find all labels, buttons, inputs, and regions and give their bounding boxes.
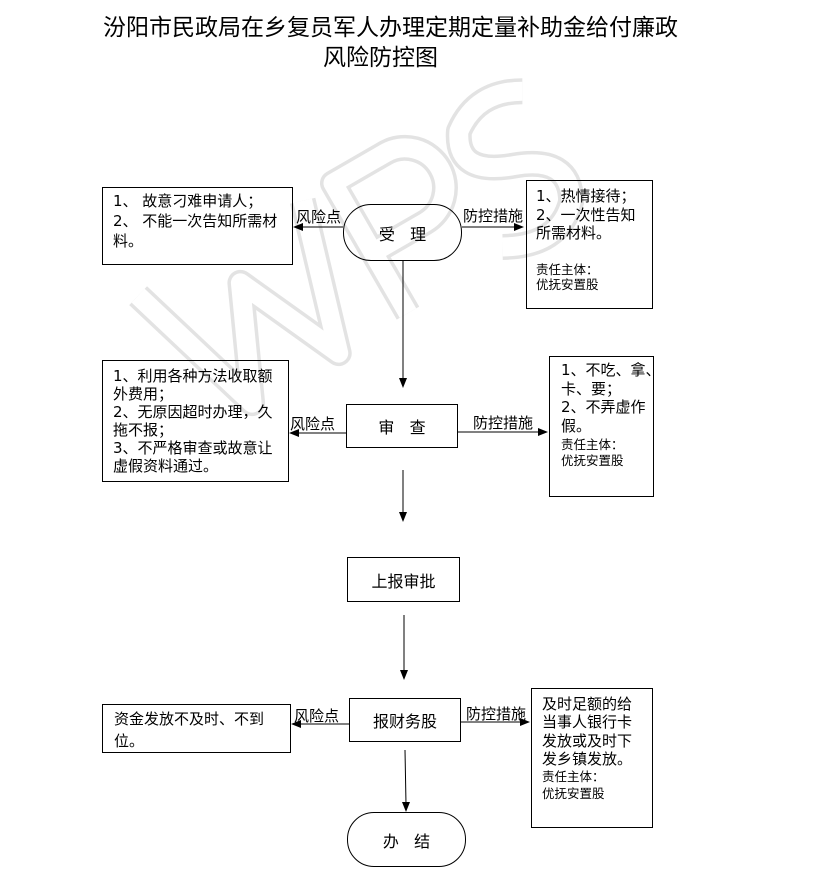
risk-box-review: 1、利用各种方法收取额 外费用； 2、无原因超时办理，久 拖不报； 3、不严格审… [102, 360, 289, 482]
flow-node-label: 审 查 [378, 418, 426, 437]
flow-node-review: 审 查 [346, 404, 458, 448]
owner-value: 优抚安置股 [561, 452, 624, 468]
risk-text-line: 2、无原因超时办理，久 [113, 403, 273, 421]
owner-label: 责任主体： [561, 436, 624, 452]
control-measure-label: 防控措施 [473, 414, 534, 432]
control-text-line: 所需材料。 [536, 224, 612, 242]
risk-text-line: 虚假资料通过。 [113, 457, 219, 475]
flow-node-finance: 报财务股 [349, 698, 461, 742]
control-box-review: 1、不吃、拿、 卡、要； 2、不弄虚作 假。 责任主体： 优抚安置股 [549, 356, 661, 497]
control-box-finance: 及时足额的给 当事人银行卡 发放或及时下 发乡镇发放。 责任主体： 优抚安置股 [531, 688, 653, 828]
page-title-line-2: 风险防控图 [323, 45, 438, 71]
control-text-line: 2、不弄虚作 [561, 398, 646, 417]
flow-node-done: 办 结 [347, 812, 466, 867]
control-text-line: 卡、要； [561, 379, 622, 398]
flow-node-label: 办 结 [382, 831, 431, 851]
risk-text-line: 拖不报； [113, 421, 174, 439]
risk-text-line: 2、 不能一次告知所需材 [113, 212, 278, 230]
risk-text-line: 1、 故意刁难申请人； [113, 192, 263, 210]
risk-box-finance: 资金发放不及时、不到 位。 [102, 704, 291, 753]
control-text-line: 2、一次性告知 [536, 205, 636, 224]
owner-value: 优抚安置股 [536, 276, 599, 292]
page-title-line-1: 汾阳市民政局在乡复员军人办理定期定量补助金给付廉政 [103, 15, 678, 41]
risk-box-accept: 1、 故意刁难申请人； 2、 不能一次告知所需材 料。 [102, 187, 293, 265]
flow-node-accept: 受 理 [343, 204, 462, 261]
control-text-line: 当事人银行卡 [542, 713, 633, 732]
control-text-line: 发放或及时下 [542, 731, 633, 750]
control-measure-label: 防控措施 [463, 207, 524, 225]
owner-label: 责任主体： [536, 261, 599, 277]
control-text-line: 1、不吃、拿、 [561, 361, 661, 379]
flow-node-label: 受 理 [378, 224, 427, 244]
risk-text-line: 1、利用各种方法收取额 [113, 367, 273, 385]
flow-node-label: 报财务股 [372, 712, 437, 731]
risk-text-line: 外费用； [113, 385, 174, 403]
owner-label: 责任主体： [542, 769, 605, 785]
control-measure-label: 防控措施 [466, 705, 527, 723]
flow-node-label: 上报审批 [371, 571, 436, 591]
control-text-line: 及时足额的给 [542, 695, 633, 713]
control-box-accept: 1、热情接待； 2、一次性告知 所需材料。 责任主体： 优抚安置股 [526, 180, 653, 309]
risk-text-line: 3、不严格审查或故意让 [113, 439, 273, 457]
owner-value: 优抚安置股 [542, 786, 605, 802]
risk-point-label: 风险点 [294, 707, 340, 725]
risk-point-label: 风险点 [296, 208, 342, 226]
risk-text-line: 资金发放不及时、不到 [114, 710, 265, 728]
risk-text-line: 位。 [114, 732, 145, 750]
control-text-line: 1、热情接待； [536, 187, 636, 205]
risk-text-line: 料。 [113, 232, 144, 250]
control-text-line: 假。 [561, 417, 592, 436]
flow-node-submit: 上报审批 [347, 557, 460, 602]
control-text-line: 发乡镇发放。 [542, 749, 633, 768]
risk-point-label: 风险点 [290, 415, 336, 433]
